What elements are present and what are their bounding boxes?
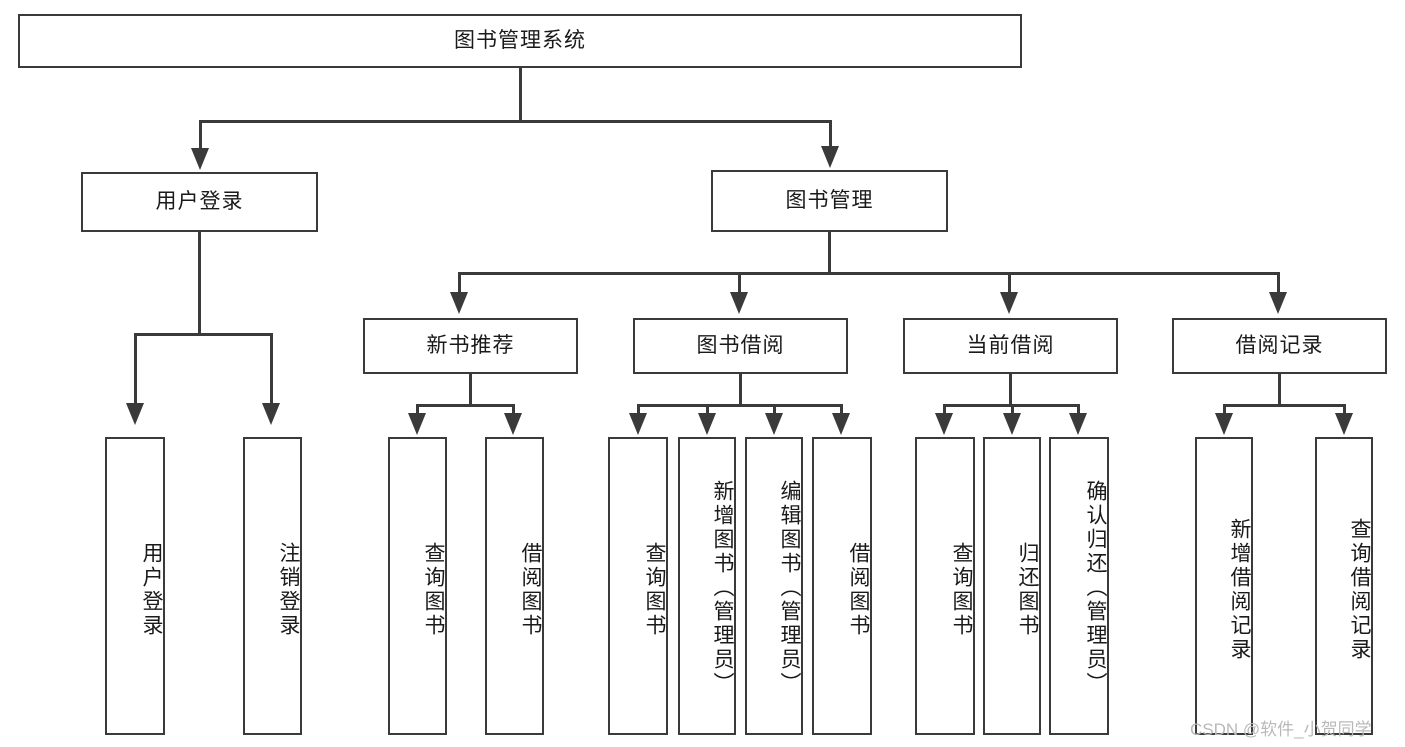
node-book-borrow[interactable]: 图书借阅: [633, 318, 848, 374]
arrow-root-to-login: [191, 148, 209, 170]
leaf-query-books-new[interactable]: 查询图书: [388, 437, 447, 735]
leaf-confirm-return-admin[interactable]: 确认归还（管理员）: [1049, 437, 1109, 735]
node-label: 归还图书: [1016, 542, 1039, 638]
connector-bookmgmt-to-newbooks: [458, 272, 461, 294]
leaf-add-book-admin[interactable]: 新增图书（管理员）: [678, 437, 736, 735]
arrow-bookmgmt-to-newbooks: [450, 292, 468, 314]
arrow-newbooks-to-borrow: [504, 413, 522, 435]
connector-records-to-add: [1223, 404, 1226, 416]
connector-newbooks-to-borrow: [512, 404, 515, 416]
node-label: 编辑图书（管理员）: [778, 480, 801, 696]
arrow-borrow-to-lend: [832, 413, 850, 435]
arrow-bookmgmt-to-records: [1269, 292, 1287, 314]
connector-borrow-to-query: [637, 404, 640, 416]
node-label: 图书管理系统: [454, 28, 586, 52]
node-label: 查询图书: [950, 542, 973, 638]
arrow-login-to-logout: [262, 403, 280, 425]
node-book-management[interactable]: 图书管理: [711, 170, 948, 232]
connector-borrow-to-edit: [773, 404, 776, 416]
arrow-login-to-userlogin: [126, 403, 144, 425]
arrow-bookmgmt-to-current: [1000, 292, 1018, 314]
arrow-bookmgmt-to-borrow: [730, 292, 748, 314]
node-label: 借阅记录: [1235, 333, 1324, 357]
node-label: 用户登录: [140, 542, 163, 638]
node-label: 查询图书: [643, 542, 666, 638]
node-label: 确认归还（管理员）: [1084, 480, 1107, 696]
node-label: 当前借阅: [966, 333, 1055, 357]
node-borrow-records[interactable]: 借阅记录: [1172, 318, 1387, 374]
connector-newbooks-to-query: [416, 404, 419, 416]
connector-current-to-confirm: [1077, 404, 1080, 416]
node-label: 借阅图书: [519, 542, 542, 638]
connector-login-to-userlogin: [134, 333, 137, 405]
arrow-newbooks-to-query: [408, 413, 426, 435]
connector-bookmgmt-to-borrow: [738, 272, 741, 294]
node-label: 新书推荐: [426, 333, 515, 357]
connector-login-bar: [134, 333, 272, 336]
connector-root-bar: [199, 120, 832, 123]
connector-borrow-to-add: [706, 404, 709, 416]
connector-borrow-stem: [739, 374, 742, 406]
connector-bookmgmt-to-current: [1008, 272, 1011, 294]
connector-bookmgmt-to-records: [1277, 272, 1280, 294]
node-label: 新增图书（管理员）: [711, 480, 734, 696]
leaf-add-borrow-record[interactable]: 新增借阅记录: [1195, 437, 1253, 735]
connector-records-to-query: [1343, 404, 1346, 416]
node-label: 查询借阅记录: [1348, 518, 1371, 662]
connector-login-to-logout: [270, 333, 273, 405]
arrow-records-to-query: [1335, 413, 1353, 435]
connector-records-stem: [1278, 374, 1281, 406]
csdn-watermark: CSDN @软件_小贺同学: [1190, 720, 1372, 739]
node-system-root[interactable]: 图书管理系统: [18, 14, 1022, 68]
leaf-query-books-current[interactable]: 查询图书: [915, 437, 975, 735]
connector-bookmgmt-stem: [828, 232, 831, 274]
connector-root-to-bookmgmt: [829, 120, 832, 148]
connector-current-to-return: [1011, 404, 1014, 416]
node-new-book-recommend[interactable]: 新书推荐: [363, 318, 578, 374]
connector-bookmgmt-bar: [458, 272, 1280, 275]
connector-records-bar: [1223, 404, 1345, 407]
node-label: 借阅图书: [847, 542, 870, 638]
connector-newbooks-bar: [416, 404, 515, 407]
node-user-login[interactable]: 用户登录: [81, 172, 318, 232]
connector-borrow-to-lend: [840, 404, 843, 416]
arrow-records-to-add: [1215, 413, 1233, 435]
node-label: 图书借阅: [696, 333, 785, 357]
connector-current-stem: [1009, 374, 1012, 406]
connector-borrow-bar: [637, 404, 842, 407]
arrow-root-to-bookmgmt: [821, 146, 839, 168]
leaf-lend-books[interactable]: 借阅图书: [812, 437, 872, 735]
leaf-return-books[interactable]: 归还图书: [983, 437, 1041, 735]
leaf-borrow-books-new[interactable]: 借阅图书: [485, 437, 544, 735]
leaf-query-books-borrow[interactable]: 查询图书: [608, 437, 668, 735]
node-label: 注销登录: [277, 542, 300, 638]
arrow-current-to-return: [1003, 413, 1021, 435]
leaf-query-borrow-record[interactable]: 查询借阅记录: [1315, 437, 1373, 735]
arrow-current-to-confirm: [1069, 413, 1087, 435]
arrow-borrow-to-edit: [765, 413, 783, 435]
connector-login-stem: [198, 232, 201, 336]
node-current-borrow[interactable]: 当前借阅: [903, 318, 1118, 374]
leaf-logout[interactable]: 注销登录: [243, 437, 302, 735]
leaf-user-login[interactable]: 用户登录: [105, 437, 165, 735]
node-label: 图书管理: [785, 188, 874, 212]
connector-newbooks-stem: [469, 374, 472, 406]
arrow-borrow-to-query: [629, 413, 647, 435]
node-label: 新增借阅记录: [1228, 518, 1251, 662]
connector-root-stem: [519, 68, 522, 122]
node-label: 查询图书: [422, 542, 445, 638]
arrow-borrow-to-add: [698, 413, 716, 435]
arrow-current-to-query: [935, 413, 953, 435]
node-label: 用户登录: [155, 189, 244, 213]
leaf-edit-book-admin[interactable]: 编辑图书（管理员）: [745, 437, 803, 735]
connector-current-to-query: [943, 404, 946, 416]
connector-root-to-login: [199, 120, 202, 150]
